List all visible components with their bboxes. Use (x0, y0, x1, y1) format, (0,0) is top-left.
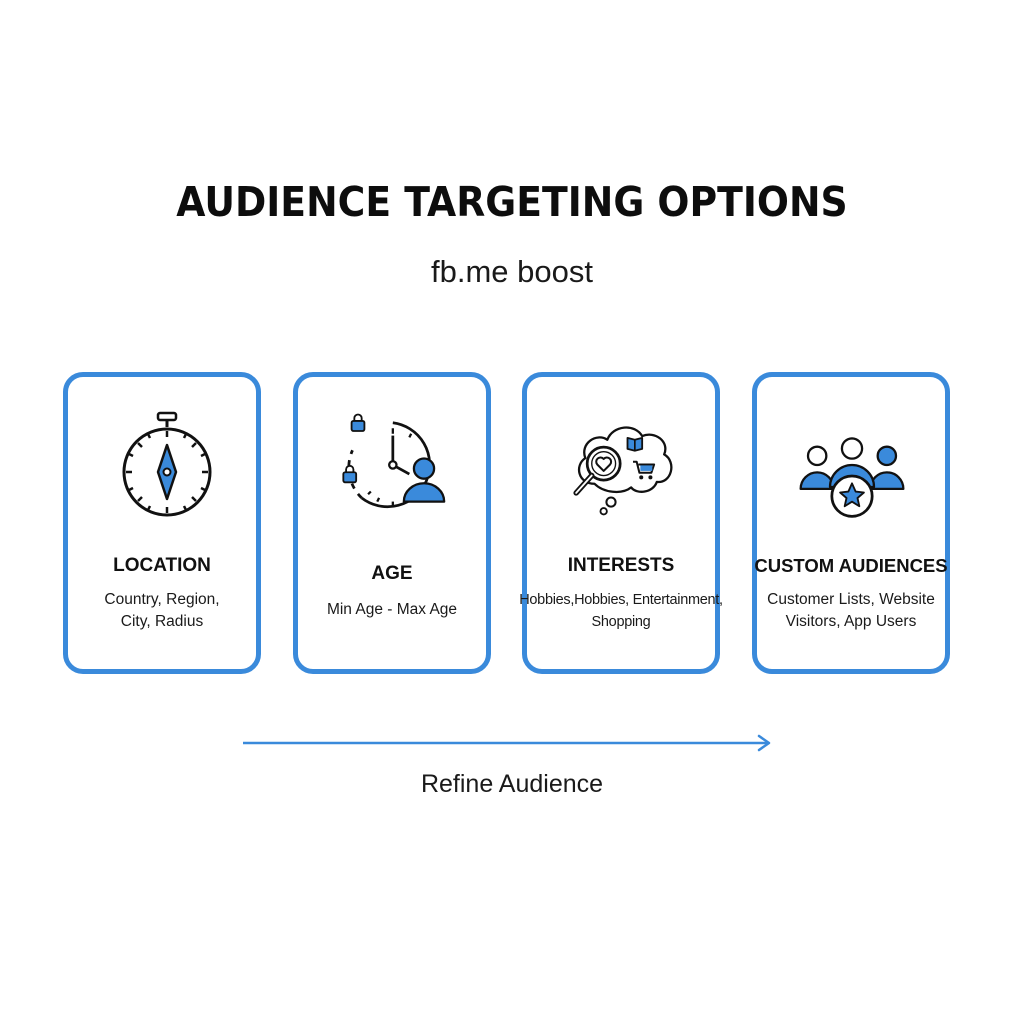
card-description: Country, Region, City, Radius (104, 591, 220, 630)
card-interests[interactable]: INTERESTS Hobbies,Hobbies, Entertainment… (519, 372, 723, 674)
card-label: LOCATION (113, 555, 211, 576)
card-location[interactable]: LOCATION Country, Region, City, Radius (63, 372, 261, 674)
card-description: Hobbies,Hobbies, Entertainment, Shopping (519, 592, 723, 630)
card-label: AGE (371, 563, 413, 584)
refine-arrow (243, 732, 775, 754)
card-description: Min Age - Max Age (326, 601, 458, 618)
refine-audience-label: Refine Audience (420, 770, 604, 798)
card-age[interactable]: AGE Min Age - Max Age (293, 372, 491, 674)
card-label: CUSTOM AUDIENCES (754, 555, 948, 576)
page-subtitle: fb.me boost (431, 254, 593, 289)
card-custom-audiences[interactable]: CUSTOM AUDIENCES Customer Lists, Website… (752, 372, 950, 674)
card-description: Customer Lists, Website Visitors, App Us… (767, 591, 935, 630)
compass-icon (112, 409, 222, 519)
audience-group-icon (797, 421, 907, 531)
card-label: INTERESTS (567, 555, 675, 576)
page-title: AUDIENCE TARGETING OPTIONS (176, 178, 848, 226)
interests-thought-icon (567, 415, 677, 525)
clock-person-icon (336, 409, 446, 519)
